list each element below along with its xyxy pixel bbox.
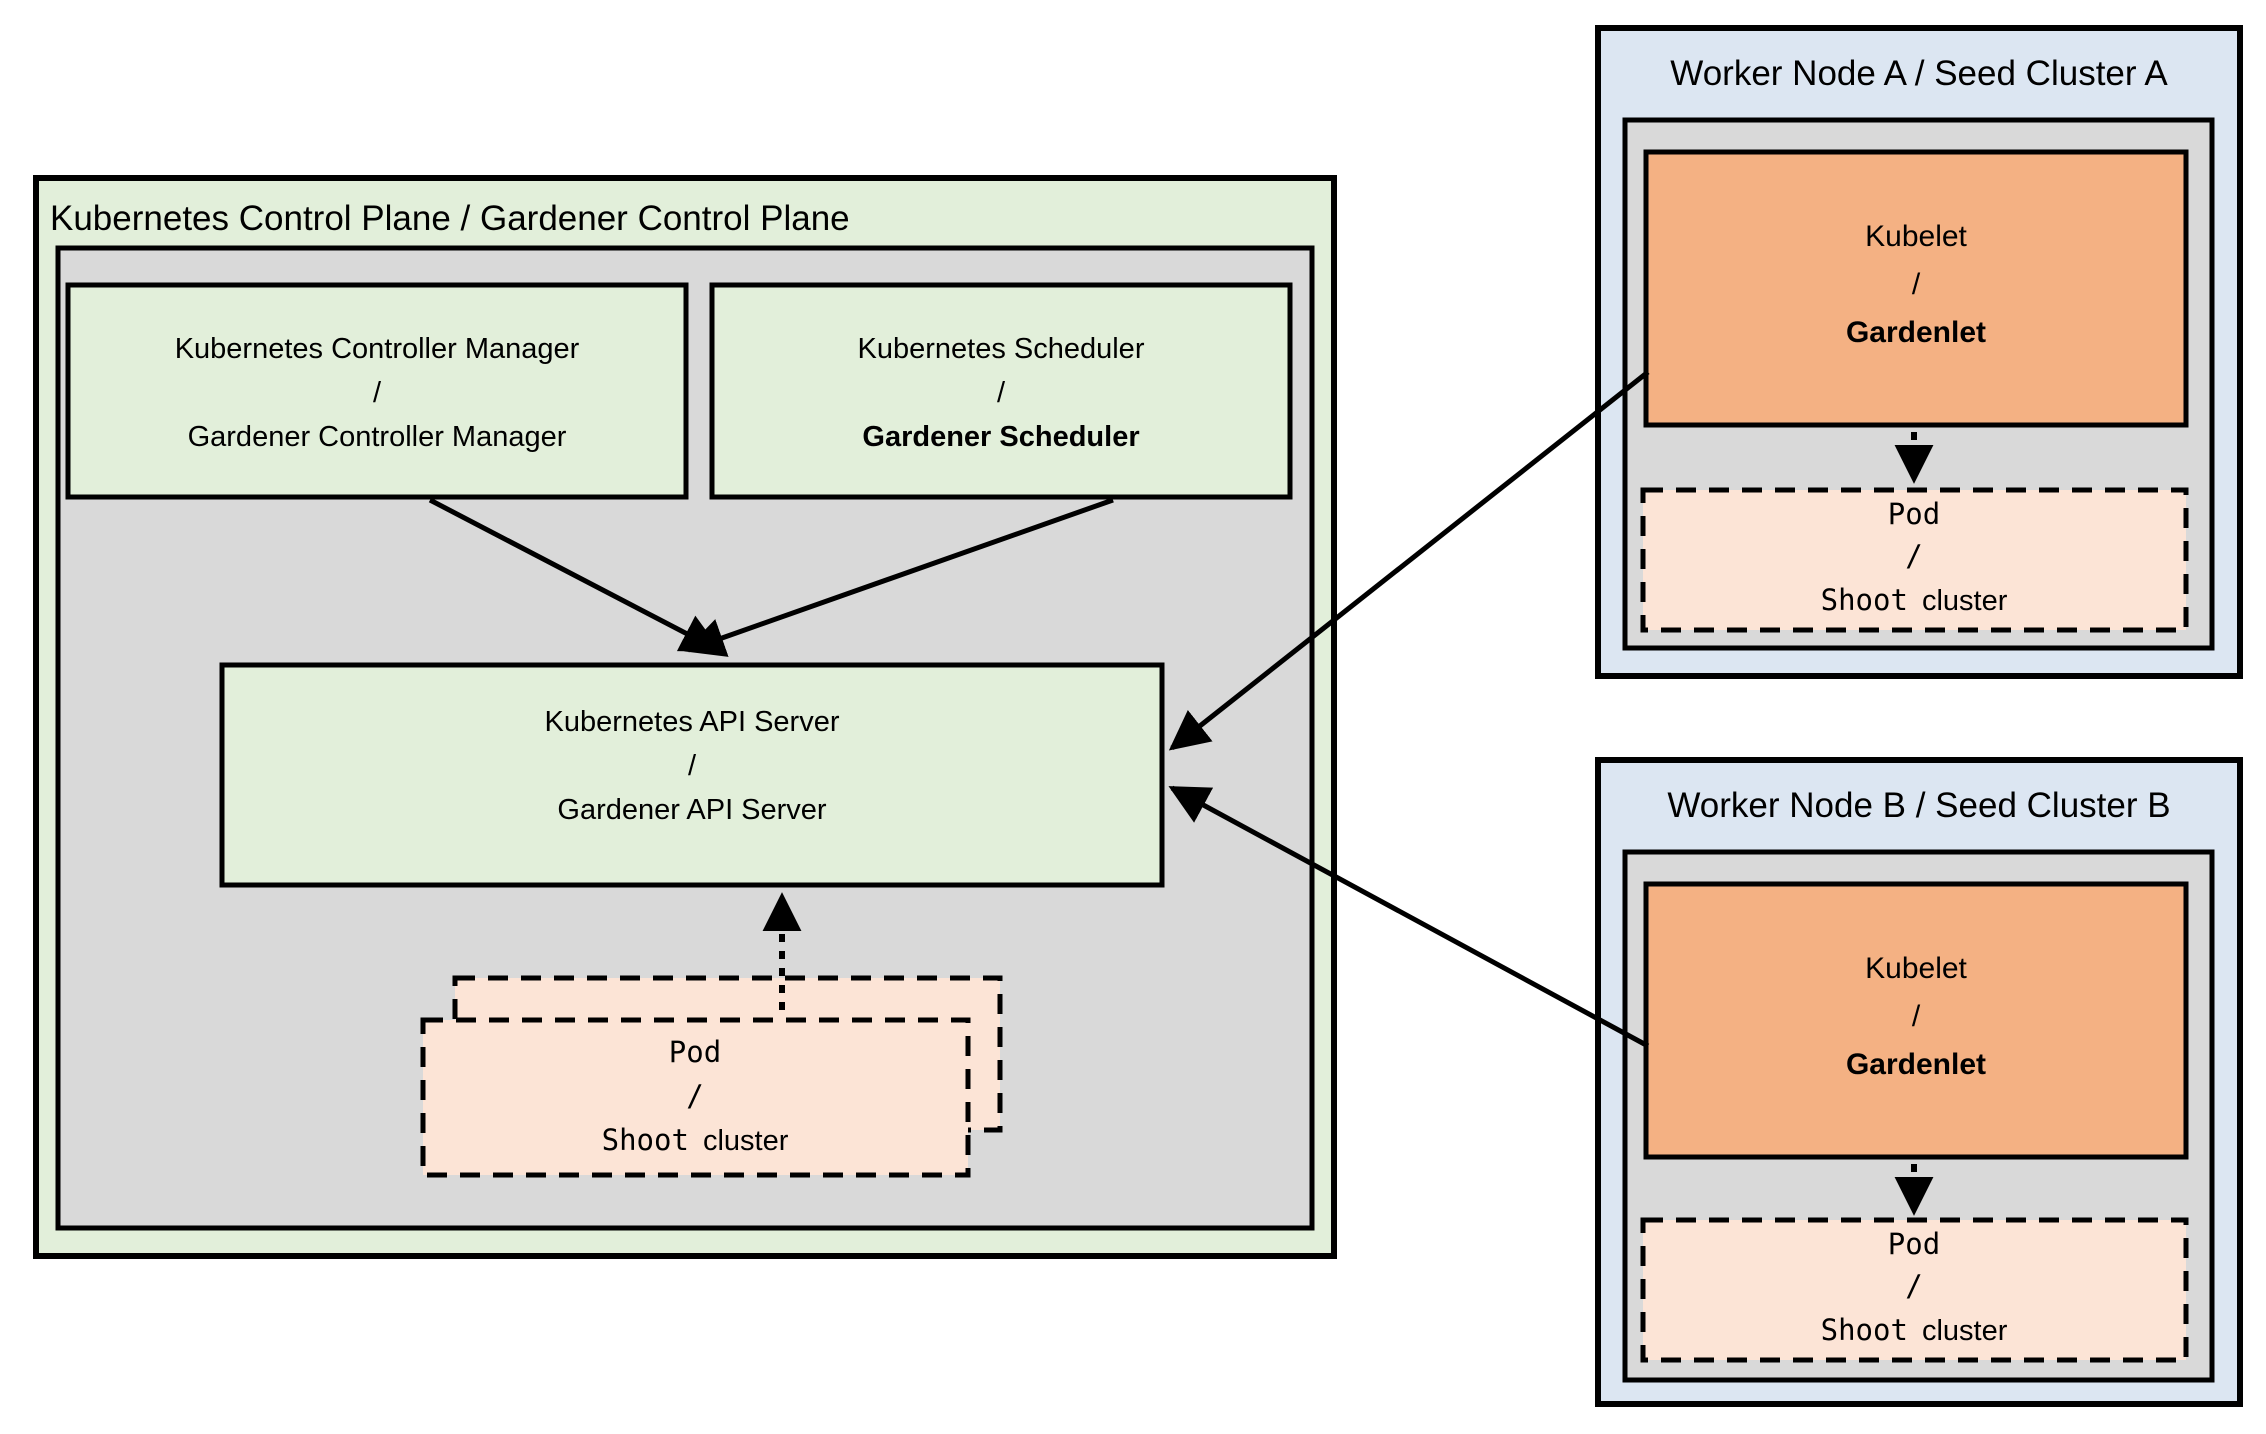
worker-b-pod-shoot-label: Shoot (1821, 1313, 1908, 1347)
worker-a-pod-shoot-label: Shoot (1821, 583, 1908, 617)
scheduler-box (709, 282, 1293, 500)
arrow-scheduler-to-api-server (684, 497, 1114, 657)
cp-pod-label-line3: Shoot cluster (602, 1123, 789, 1157)
controller-manager-label-line2: / (373, 377, 382, 409)
worker-a-kubelet-box (1643, 149, 2189, 428)
worker-a-pod-cluster-label: cluster (1922, 585, 2008, 617)
worker-b-pod-label-line1: Pod (1888, 1227, 1940, 1261)
cp-pod-cluster-label: cluster (703, 1125, 789, 1157)
scheduler-label-line3: Gardener Scheduler (862, 421, 1139, 453)
worker-b-kubelet-box (1643, 881, 2189, 1160)
worker-b-pod-label-line3: Shoot cluster (1821, 1313, 2008, 1347)
controller-manager-label-line3: Gardener Controller Manager (188, 421, 567, 453)
worker-b-pod-shoot-cluster-box (1640, 1217, 2189, 1363)
worker-a-kubelet-label-line3: Gardenlet (1846, 316, 1986, 349)
controller-manager-label-line1: Kubernetes Controller Manager (175, 333, 580, 365)
controller-manager-box (65, 282, 689, 500)
api-server-label-line3: Gardener API Server (557, 794, 827, 826)
worker-b-kubelet-label-line2: / (1912, 1000, 1921, 1033)
scheduler-label-line2: / (997, 377, 1006, 409)
cp-pod-label-line2: / (686, 1079, 703, 1113)
worker-node-b-title: Worker Node B / Seed Cluster B (1667, 786, 2170, 825)
worker-b-kubelet-label-line1: Kubelet (1865, 952, 1967, 985)
api-server-box (219, 662, 1165, 888)
worker-b-pod-label-line2: / (1905, 1269, 1922, 1303)
pod-shoot-cluster-box-front (420, 1017, 971, 1178)
api-server-label-line1: Kubernetes API Server (545, 706, 840, 738)
worker-a-kubelet-label-line2: / (1912, 268, 1921, 301)
arrow-controller-manager-to-api-server (428, 497, 722, 653)
cp-pod-label-line1: Pod (669, 1035, 721, 1069)
worker-b-kubelet-label-line3: Gardenlet (1846, 1048, 1986, 1081)
worker-a-kubelet-label-line1: Kubelet (1865, 220, 1967, 253)
cp-pod-shoot-label: Shoot (602, 1123, 689, 1157)
worker-node-a-title: Worker Node A / Seed Cluster A (1670, 54, 2168, 93)
control-plane-title: Kubernetes Control Plane / Gardener Cont… (50, 199, 850, 238)
scheduler-label-line1: Kubernetes Scheduler (858, 333, 1145, 365)
arrow-worker-b-kubelet-to-api-server (1168, 785, 1650, 1049)
arrow-worker-a-kubelet-to-api-server (1168, 370, 1650, 751)
worker-a-pod-label-line2: / (1905, 539, 1922, 573)
worker-a-pod-label-line3: Shoot cluster (1821, 583, 2008, 617)
worker-a-pod-shoot-cluster-box (1640, 487, 2189, 633)
worker-b-pod-cluster-label: cluster (1922, 1315, 2008, 1347)
worker-a-pod-label-line1: Pod (1888, 497, 1940, 531)
api-server-label-line2: / (688, 750, 697, 782)
